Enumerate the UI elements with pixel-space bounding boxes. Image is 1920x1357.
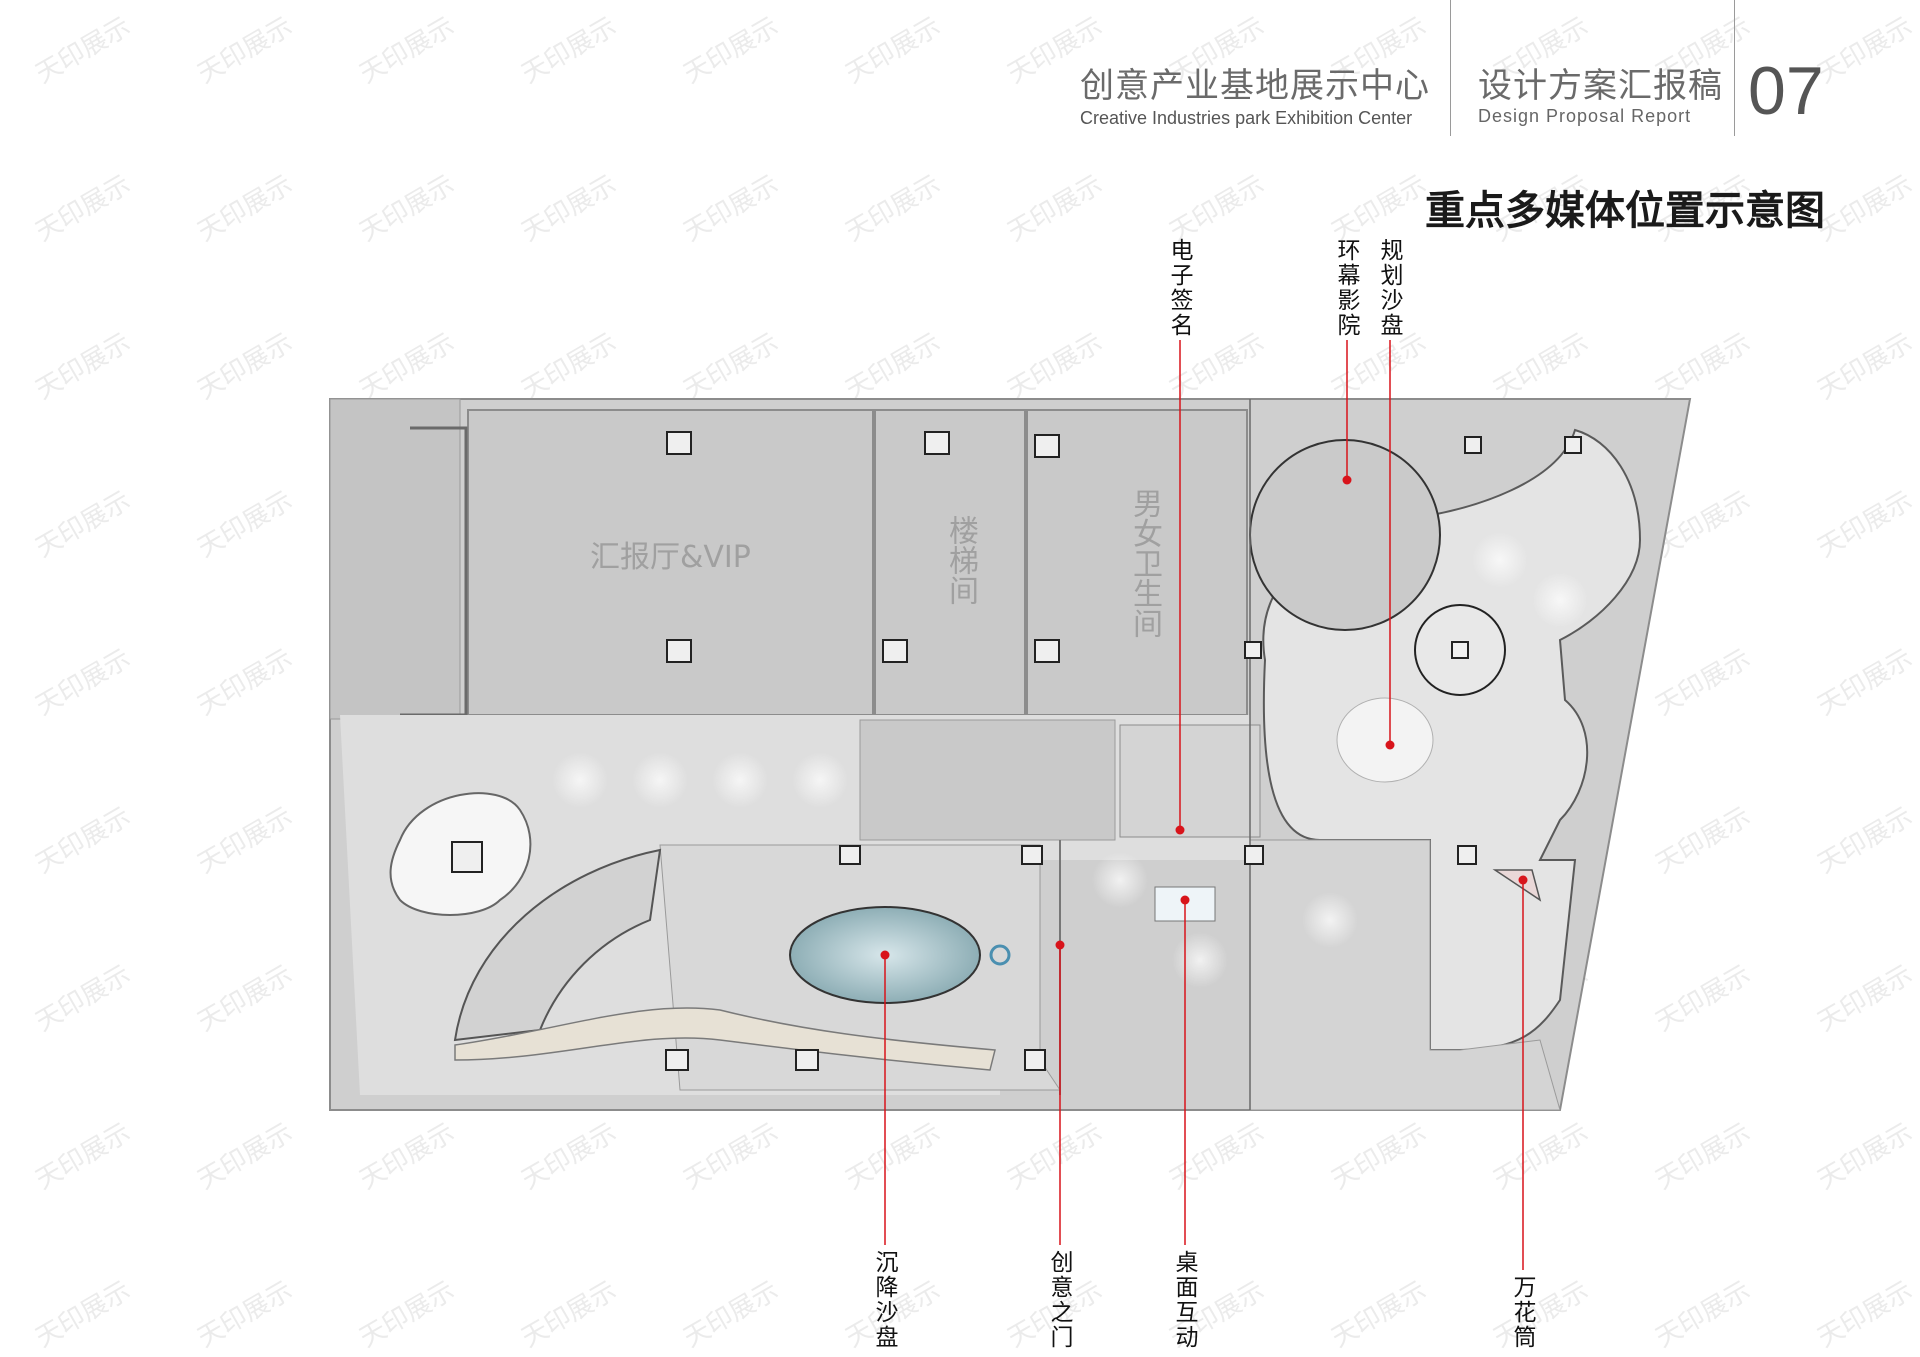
page-header: 创意产业基地展示中心 Creative Industries park Exhi…: [0, 0, 1920, 140]
callout-leaders: [884, 340, 1524, 1270]
wavy-wall: [454, 1007, 996, 1071]
callout-kaleidoscope: 万花筒: [1509, 1275, 1535, 1350]
marker-creative-gate: [1055, 940, 1065, 950]
room-label-vip: 汇报厅&VIP: [590, 540, 751, 575]
marker-sunken-sandtable: [880, 950, 890, 960]
curved-wall: [453, 848, 662, 1042]
report-title-en: Design Proposal Report: [1478, 106, 1692, 126]
columns: [451, 431, 1582, 1071]
room-stairs: [874, 409, 1026, 716]
light-glows: [552, 532, 1588, 988]
page-number: 07: [1748, 53, 1824, 129]
marker-e-sign: [1175, 825, 1185, 835]
diagram-title: 重点多媒体位置示意图: [1425, 188, 1825, 234]
kaleidoscope: [1492, 869, 1542, 902]
cinema-drum: [1249, 439, 1441, 631]
header-divider: [1734, 0, 1735, 136]
room-label-restroom: 男女卫生间: [1127, 488, 1162, 638]
marker-table-interaction: [1180, 895, 1190, 905]
report-title-cn: 设计方案汇报稿: [1478, 66, 1723, 106]
project-title-cn: 创意产业基地展示中心: [1080, 66, 1430, 106]
left-strip: [329, 398, 461, 720]
callout-sunken-sandtable: 沉降沙盘: [871, 1250, 897, 1350]
callout-planning-sandtable: 规划沙盘: [1376, 238, 1402, 338]
marker-planning-sandtable: [1385, 740, 1395, 750]
room-e-sign: [1119, 724, 1261, 838]
room-restroom: [1026, 409, 1248, 716]
marker-kaleidoscope: [1518, 875, 1528, 885]
callout-creative-gate: 创意之门: [1046, 1250, 1072, 1350]
project-title-en: Creative Industries park Exhibition Cent…: [1080, 108, 1413, 128]
callout-table-interaction: 桌面互动: [1171, 1250, 1197, 1350]
marker-cinema: [1342, 475, 1352, 485]
corridor-middle: [859, 719, 1116, 841]
planning-sandtable: [1336, 697, 1434, 783]
callout-cinema: 环幕影院: [1333, 238, 1359, 338]
sandtable-ring: [989, 944, 1011, 966]
header-divider: [1450, 0, 1451, 136]
callout-e-sign: 电子签名: [1166, 238, 1192, 338]
room-label-stairs: 楼梯间: [943, 515, 978, 605]
callout-markers: [880, 475, 1528, 960]
